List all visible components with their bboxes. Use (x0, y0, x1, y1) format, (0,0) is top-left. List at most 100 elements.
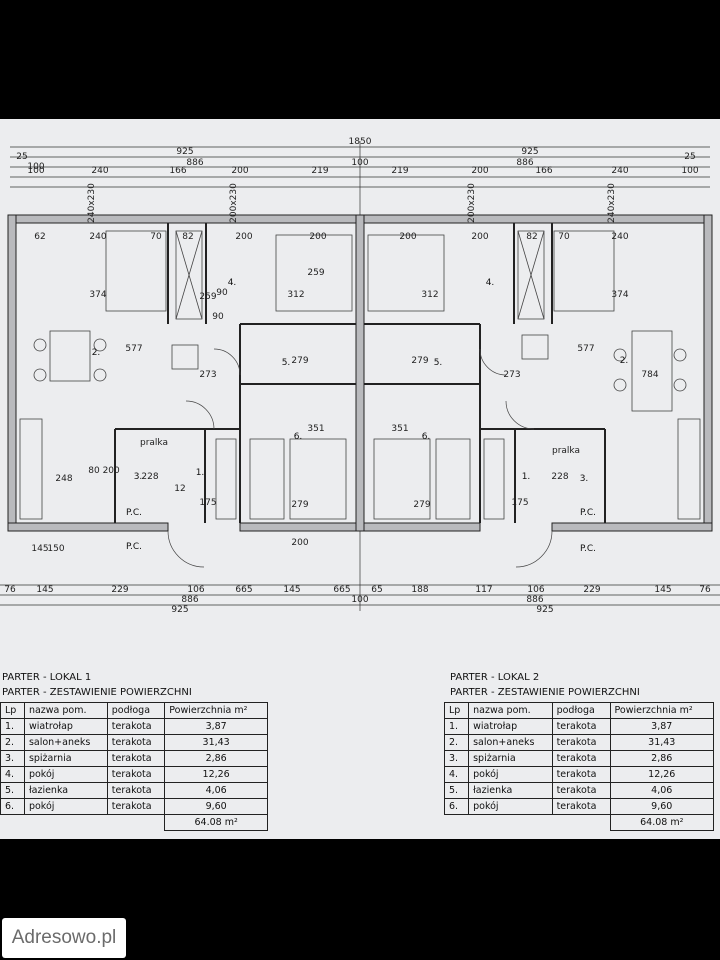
table-cell: 6. (0, 798, 25, 815)
table-header-cell: podłoga (551, 702, 611, 719)
window-mark: 200x230 (467, 183, 477, 223)
room-number: 5. (434, 358, 443, 368)
room-dimension: 228 (141, 472, 158, 482)
table-cell: 3,87 (164, 718, 268, 735)
dim-top-row: 200 (471, 166, 488, 176)
room-dimension: 145 (31, 544, 48, 554)
room-dimension: 70 (558, 232, 570, 242)
room-dimension: 784 (641, 370, 658, 380)
dim-top-half-right: 925 (521, 147, 538, 157)
dim-top-row: 100 (27, 166, 44, 176)
table-cell: 5. (443, 782, 470, 799)
room-dimension: 279 (411, 356, 428, 366)
table-cell: 4. (443, 766, 470, 783)
dim-bottom-half-left: 925 (171, 605, 188, 615)
room-dimension: 200 (235, 232, 252, 242)
table-cell: 31,43 (164, 734, 268, 751)
room-dimension: 279 (291, 500, 308, 510)
dim-bottom-100: 100 (351, 595, 368, 605)
table-cell: 2,86 (164, 750, 268, 767)
table-cell: 31,43 (609, 734, 715, 751)
table-cell: pokój (23, 798, 108, 815)
dim-bottom-row: 665 (235, 585, 252, 595)
dim-top-row: 219 (391, 166, 408, 176)
dim-bottom-row: 145 (36, 585, 53, 595)
dim-top-886-right: 886 (516, 158, 533, 168)
blank-cell (1, 815, 25, 831)
table-cell: 1. (443, 718, 470, 735)
table-cell: spiżarnia (23, 750, 108, 767)
pralka-label: pralka (552, 446, 580, 456)
dim-top-row: 166 (535, 166, 552, 176)
room-number: 3. (580, 474, 589, 484)
table-cell: 3. (443, 750, 470, 767)
total-area: 64.08 m² (609, 814, 715, 831)
room-dimension: 312 (421, 290, 438, 300)
room-dimension: 150 (47, 544, 64, 554)
table-header-cell: Lp (0, 702, 25, 719)
dim-bottom-row: 106 (527, 585, 544, 595)
inner-walls-left (114, 223, 356, 523)
room-dimension: 200 (471, 232, 488, 242)
room-number: 2. (620, 356, 629, 366)
table-cell: 9,60 (164, 798, 268, 815)
room-number: 6. (294, 432, 303, 442)
dim-top-row: 240 (611, 166, 628, 176)
table-cell: terakota (106, 718, 166, 735)
room-number: 3. (134, 472, 143, 482)
room-dimension: 82 (526, 232, 537, 242)
table-cell: 2,86 (609, 750, 715, 767)
dim-bottom-886-left: 886 (181, 595, 198, 605)
room-dimension: 62 (34, 232, 45, 242)
table-cell: terakota (551, 782, 611, 799)
room-dimension: 577 (125, 344, 142, 354)
table-cell: 9,60 (609, 798, 715, 815)
dim-top-row: 200 (231, 166, 248, 176)
furniture-left (19, 230, 353, 520)
room-dimension: 240 (89, 232, 106, 242)
dim-bottom-row: 145 (283, 585, 300, 595)
blank-cell (24, 815, 107, 831)
blank-cell (552, 815, 610, 831)
table-header-cell: nazwa pom. (468, 702, 553, 719)
dim-top-edge: 25 (16, 152, 27, 162)
room-dimension: 175 (511, 498, 528, 508)
blank-cell (107, 815, 165, 831)
bottom-dimension-lines (0, 529, 720, 611)
dim-bottom-row: 106 (187, 585, 204, 595)
pralka-label: pralka (140, 438, 168, 448)
table-header-cell: Powierzchnia m² (164, 702, 268, 719)
lokal2-title: PARTER - LOKAL 2 (450, 672, 540, 683)
table-cell: terakota (106, 798, 166, 815)
window-mark: 240x230 (87, 183, 97, 223)
furniture-right (367, 230, 701, 520)
room-dimension: 248 (55, 474, 72, 484)
room-dimension: 82 (182, 232, 193, 242)
dim-top-886-left: 886 (186, 158, 203, 168)
pc-label: P.C. (126, 542, 142, 552)
table-cell: pokój (468, 766, 553, 783)
table-header-cell: podłoga (106, 702, 166, 719)
lokal2-subtitle: PARTER - ZESTAWIENIE POWIERZCHNI (450, 687, 640, 698)
window-mark: 240x230 (607, 183, 617, 223)
room-dimension: 577 (577, 344, 594, 354)
dim-bottom-row: 145 (654, 585, 671, 595)
dim-bottom-row: 229 (583, 585, 600, 595)
table-cell: spiżarnia (468, 750, 553, 767)
room-dimension: 374 (89, 290, 106, 300)
lokal1-subtitle: PARTER - ZESTAWIENIE POWIERZCHNI (2, 687, 192, 698)
table-cell: salon+aneks (23, 734, 108, 751)
table-cell: salon+aneks (468, 734, 553, 751)
table-cell: 5. (0, 782, 25, 799)
room-number: 2. (92, 348, 101, 358)
table-cell: 3. (0, 750, 25, 767)
